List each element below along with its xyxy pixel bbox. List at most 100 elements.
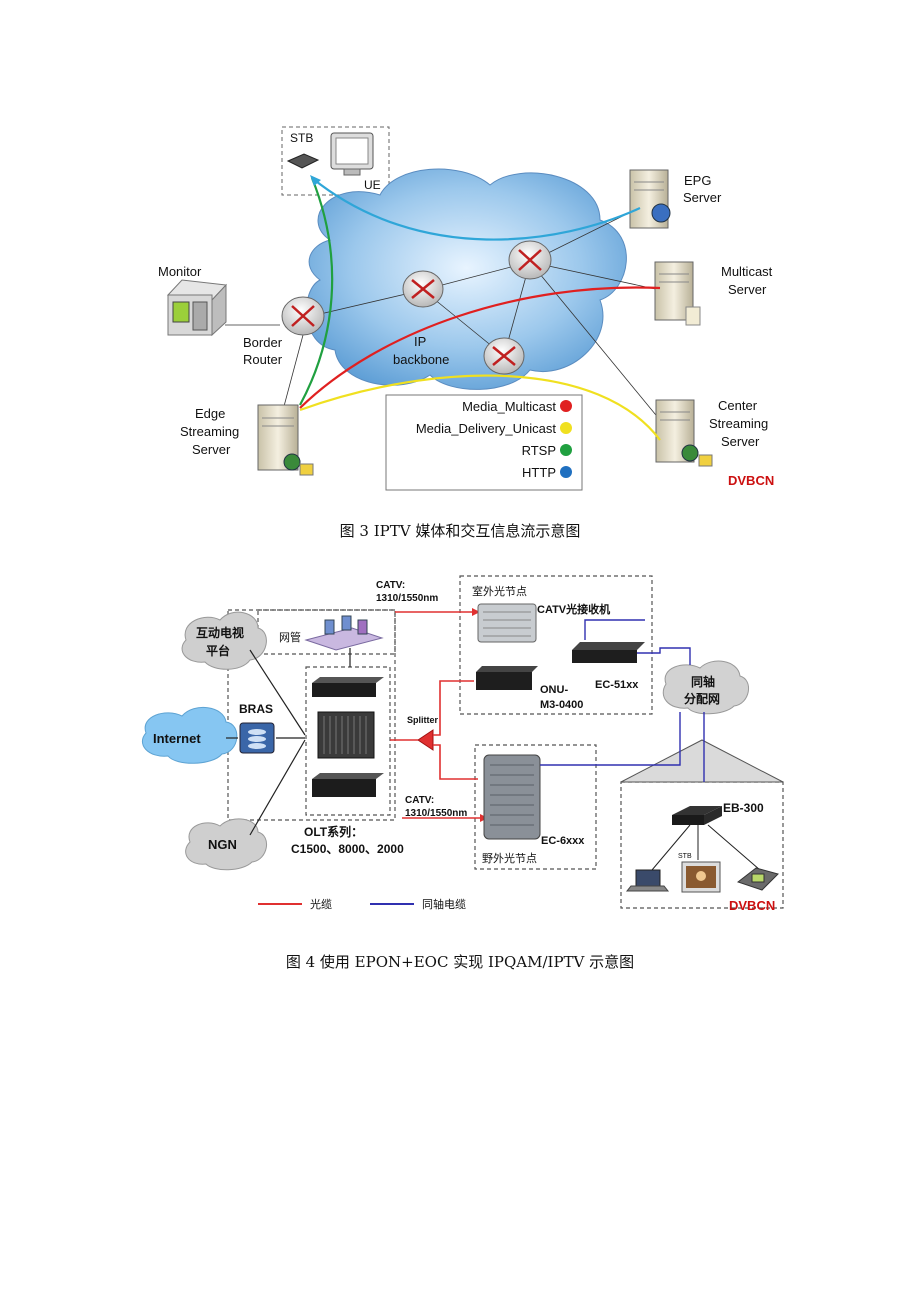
legend-label: RTSP [522,443,556,458]
figure-3-iptv-flow-diagram: STB UE IP backbone [158,126,774,491]
olt-line-2: C1500、8000、2000 [291,842,404,856]
multicast-server-icon [654,261,701,326]
legend-swatch [560,444,572,456]
ec6-outdoor-device-icon [483,754,541,840]
border-router-line-2: Router [243,352,283,367]
splitter-icon [417,729,434,751]
legend-label: HTTP [522,465,556,480]
watermark: DVBCN [728,473,774,488]
outdoor-node-box [474,744,597,870]
epg-server-label: EPG Server [683,173,722,205]
tv-icon [681,861,721,893]
figure-4-epon-eoc-diagram: 互动电视 平台 Internet NGN 同轴 分配网 BRAS 网管 [141,575,784,913]
epg-server-icon [629,169,671,229]
indoor-node-box [459,575,653,715]
client-group-box [281,126,390,196]
interactive-tv-line-2: 平台 [206,643,230,658]
figure-4-caption: 图 4 使用 EPON+EOC 实现 IPQAM/IPTV 示意图 [285,953,635,971]
stb-small-label: STB [678,853,692,860]
premises-links [651,824,761,871]
onu-line-1: ONU- [540,684,568,696]
router-icon [402,270,444,308]
laptop-icon [625,869,670,892]
router-icon [281,296,325,336]
router-icon [508,240,552,280]
legend-label: Media_Multicast [462,399,556,414]
edge-streaming-server-icon [257,404,314,476]
bras-icon [239,722,275,754]
onu-label: ONU- M3-0400 [540,684,583,711]
arrowhead [472,608,480,616]
ec51-device-icon [572,642,645,663]
multicast-line-2: Server [728,282,767,297]
watermark: DVBCN [729,898,775,913]
edge-streaming-server-label: Edge Streaming Server [180,406,243,457]
internet-label: Internet [153,731,201,746]
onu-line-2: M3-0400 [540,699,583,711]
eb300-device-icon [672,806,722,825]
catv-bottom-label: CATV: 1310/1550nm [405,795,467,819]
catv-top-line-2: 1310/1550nm [376,593,438,604]
center-line-3: Server [721,434,760,449]
eb300-label: EB-300 [723,801,764,815]
unicast-flow-arrow [299,374,661,441]
user-house-roof [620,739,784,783]
legend: Media_MulticastMedia_Delivery_UnicastRTS… [416,399,572,480]
multicast-flow-arrow [299,286,661,409]
coax-cables [540,619,705,782]
interactive-tv-cloud [181,611,267,670]
stb-label: STB [290,131,313,145]
outdoor-node-label: 野外光节点 [482,851,537,865]
legend-swatch [560,422,572,434]
monitor-device-icon [166,279,228,337]
indoor-node-label: 室外光节点 [472,584,527,598]
network-links [226,648,351,836]
center-line-2: Streaming [709,416,768,431]
phone-icon [736,867,779,891]
ec6-label: EC-6xxx [541,835,585,847]
splitter-label: Splitter [407,715,439,725]
catv-top-line-1: CATV: [376,580,405,591]
catv-receiver-label: CATV光接收机 [537,602,610,616]
center-streaming-server-icon [655,399,713,467]
edge-line-2: Streaming [180,424,239,439]
rtsp-flow-arrow [299,177,334,406]
figure-3-caption: 图 3 IPTV 媒体和交互信息流示意图 [339,522,581,540]
epg-line-1: EPG [684,173,711,188]
legend-swatch [560,400,572,412]
edge-line-1: Edge [195,406,225,421]
catv-top-label: CATV: 1310/1550nm [376,580,438,604]
http-flow-arrow [311,177,641,241]
arrowhead [310,175,321,186]
stb-icon [286,153,320,169]
fiber-cables [390,611,480,819]
olt-device-icon [312,773,384,797]
legend-label: 同轴电缆 [422,897,466,911]
ip-backbone-cloud [306,168,627,390]
olt-series-label: OLT系列： C1500、8000、2000 [291,824,404,856]
border-router-line-1: Border [243,335,283,350]
bras-label: BRAS [239,702,273,716]
catv-bottom-line-1: CATV: [405,795,434,806]
olt-inner-box [305,666,391,816]
ue-monitor-icon [330,132,374,176]
cable-legend: 光缆 同轴电缆 [258,897,466,911]
olt-device-icon [312,677,384,697]
ngn-label: NGN [208,837,237,852]
onu-device-icon [476,666,538,690]
ue-label: UE [364,178,381,192]
catv-bottom-line-2: 1310/1550nm [405,808,467,819]
olt-line-1: OLT系列： [304,824,363,839]
flow-arrows [299,177,661,441]
ip-label: IP [414,334,426,349]
nms-computers-icon [304,615,384,651]
legend-label: 光缆 [310,897,332,911]
nms-label: 网管 [279,630,301,644]
ec51-label: EC-51xx [595,679,639,691]
coax-network-cloud [662,660,749,715]
backbone-label: backbone [393,352,449,367]
monitor-label: Monitor [158,264,202,279]
edge-line-3: Server [192,442,231,457]
center-streaming-server-label: Center Streaming Server [709,398,772,449]
coax-line-2: 分配网 [684,691,720,706]
